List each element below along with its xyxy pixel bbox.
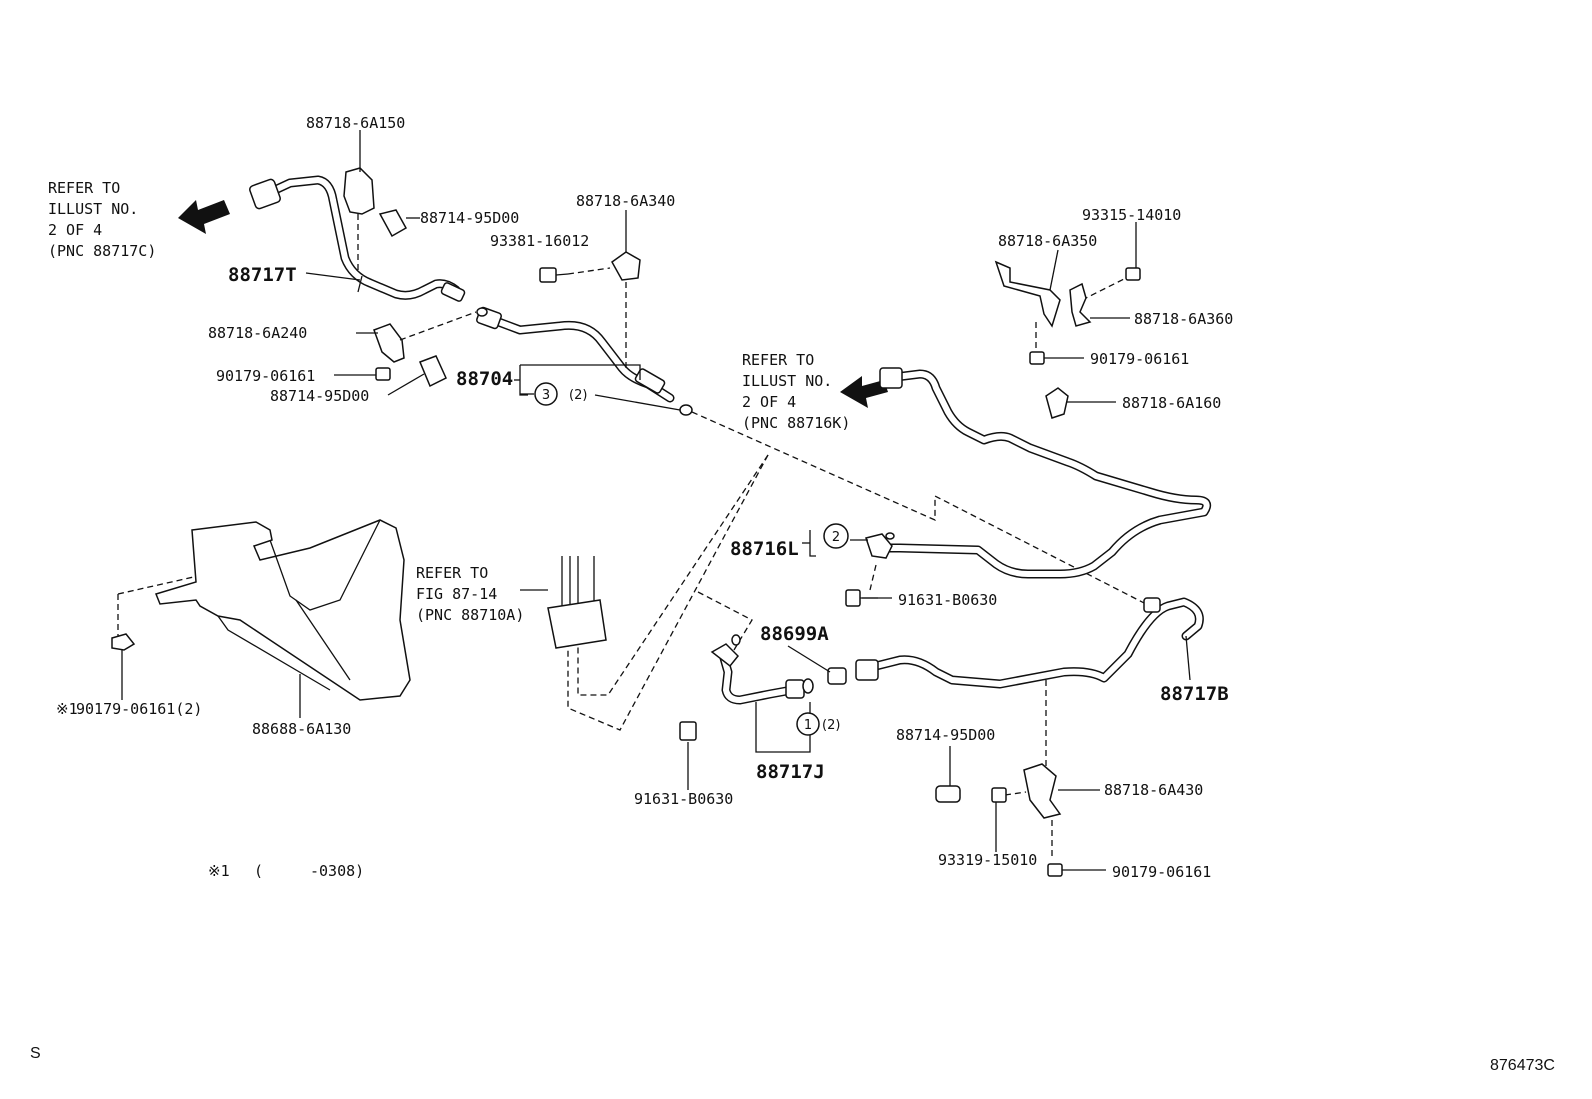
cover-88688-6A130 (154, 519, 411, 718)
clamp-88718-6A240 (373, 311, 477, 363)
footnote-range: -0308) (310, 862, 364, 880)
union-88699A (787, 645, 847, 685)
bolt-93315-14010 (1125, 222, 1141, 281)
refer-3-line-3: (PNC 88710A) (416, 606, 524, 624)
leaders-88716L (802, 530, 1191, 681)
label-88714-95D00-c: 88714-95D00 (896, 726, 995, 744)
refer-1-line-4: (PNC 88717C) (48, 242, 156, 260)
refer-block-3: REFER TO FIG 87-14 (PNC 88710A) (416, 564, 524, 624)
clamp-88718-6A150 (343, 167, 375, 270)
footnote: ※1 ( -0308) (208, 862, 364, 880)
refer-arrow-2 (840, 376, 888, 408)
label-88714-95D00-b: 88714-95D00 (270, 387, 369, 405)
refer-3-line-1: REFER TO (416, 564, 488, 582)
callout-2-number: 2 (832, 530, 840, 545)
label-88717J: 88717J (756, 761, 825, 783)
refer-block-2: REFER TO ILLUST NO. 2 OF 4 (PNC 88716K) (742, 351, 850, 432)
label-88718-6A430: 88718-6A430 (1104, 781, 1203, 799)
callout-1-qty: (2) (822, 718, 840, 733)
label-91631-B0630-a: 91631-B0630 (898, 591, 997, 609)
cushion-88714-95D00-b (419, 355, 447, 388)
label-88718-6A360: 88718-6A360 (1134, 310, 1233, 328)
label-91631-B0630-b: 91631-B0630 (634, 790, 733, 808)
label-88699A: 88699A (760, 623, 829, 645)
label-mark-1: ※1 (56, 700, 78, 718)
refer-2-line-4: (PNC 88716K) (742, 414, 850, 432)
pipe-88717J (710, 634, 814, 705)
label-88718-6A150: 88718-6A150 (306, 114, 405, 132)
label-88714-95D00-a: 88714-95D00 (420, 209, 519, 227)
dashed-connections (117, 275, 1149, 860)
clamp-88718-6A360 (1069, 282, 1130, 327)
label-93315-14010: 93315-14010 (1082, 206, 1181, 224)
refer-arrow-1 (178, 200, 230, 234)
label-88718-6A340: 88718-6A340 (576, 192, 675, 210)
illustration-number: 876473C (1490, 1057, 1555, 1074)
clamp-88718-6A340 (567, 251, 641, 372)
label-90179-06161-c: 90179-06161 (1112, 863, 1211, 881)
callout-1-number: 1 (804, 718, 812, 733)
label-90179-06161-d: 90179-06161(2) (76, 700, 202, 718)
callout-2: 2 (823, 523, 849, 549)
cushion-88714-95D00-c (935, 746, 961, 803)
pipe-88717B (855, 597, 1204, 689)
hose-fig-87-14 (520, 556, 607, 649)
refer-2-line-3: 2 OF 4 (742, 393, 796, 411)
refer-2-line-1: REFER TO (742, 351, 814, 369)
callout-3: 3 (2) (520, 382, 587, 406)
clip-90179-06161-d (111, 633, 136, 700)
refer-block-1: REFER TO ILLUST NO. 2 OF 4 (PNC 88717C) (48, 179, 156, 260)
label-88718-6A350: 88718-6A350 (998, 232, 1097, 250)
label-88718-6A160: 88718-6A160 (1122, 394, 1221, 412)
bolt-93381-16012 (539, 267, 569, 283)
footnote-mark: ※1 (208, 862, 230, 880)
bolt-91631-B0630-b (679, 721, 697, 790)
label-90179-06161-b: 90179-06161 (1090, 350, 1189, 368)
footnote-open: ( (254, 862, 263, 880)
clamp-88718-6A430 (1023, 763, 1100, 819)
label-88704: 88704 (456, 368, 513, 390)
pipe-88704 (476, 306, 693, 416)
nut-90179-06161-b (1029, 351, 1084, 365)
refer-1-line-1: REFER TO (48, 179, 120, 197)
refer-1-line-3: 2 OF 4 (48, 221, 102, 239)
nut-90179-06161-c (1047, 863, 1106, 877)
label-93319-15010: 93319-15010 (938, 851, 1037, 869)
clamp-88718-6A160 (1045, 387, 1116, 419)
refer-2-line-2: ILLUST NO. (742, 372, 832, 390)
cushion-88714-95D00-a (378, 209, 420, 238)
refer-1-line-2: ILLUST NO. (48, 200, 138, 218)
label-88717B: 88717B (1160, 683, 1229, 705)
refer-3-line-2: FIG 87-14 (416, 585, 497, 603)
nut-90179-06161-a (375, 367, 391, 381)
label-88718-6A240: 88718-6A240 (208, 324, 307, 342)
callout-3-number: 3 (542, 388, 550, 403)
label-90179-06161-a: 90179-06161 (216, 367, 315, 385)
pipe-88716L (865, 367, 1212, 579)
callout-3-qty: (2) (569, 388, 587, 403)
bolt-93319-15010 (991, 787, 1007, 852)
label-88688-6A130: 88688-6A130 (252, 720, 351, 738)
leaders-upper-left (305, 130, 681, 411)
pipe-88717T (249, 175, 466, 302)
label-88716L: 88716L (730, 538, 799, 560)
corner-left-mark: S (30, 1045, 41, 1062)
label-93381-16012: 93381-16012 (490, 232, 589, 250)
label-88717T: 88717T (228, 264, 297, 286)
callout-1: 1 (2) (796, 712, 840, 736)
clamp-88718-6A350 (994, 249, 1061, 328)
